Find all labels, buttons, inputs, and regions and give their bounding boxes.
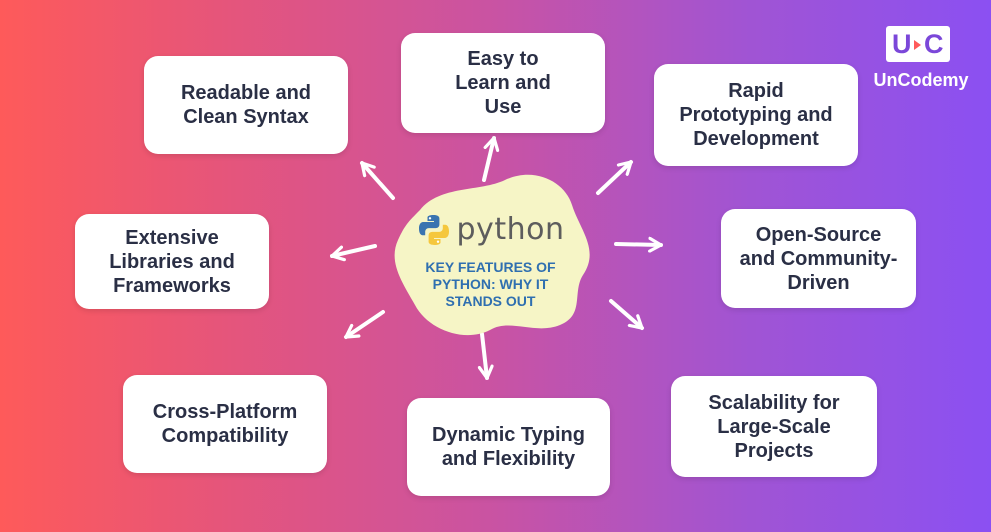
feature-card-easy-to-learn: Easy to Learn and Use (401, 33, 605, 133)
feature-card-rapid-prototyping: Rapid Prototyping and Development (654, 64, 858, 166)
feature-card-extensive-libraries: Extensive Libraries and Frameworks (75, 214, 269, 309)
arrow-to-easy (482, 136, 500, 182)
feature-label: Extensive Libraries and Frameworks (109, 226, 235, 297)
feature-label: Rapid Prototyping and Development (679, 80, 833, 150)
feature-label: Readable and Clean Syntax (180, 82, 312, 128)
arrow-to-scalability (609, 299, 644, 330)
arrow-to-dynamic (477, 332, 494, 380)
feature-label: Open-Source and Community- Driven (739, 223, 898, 294)
feature-card-dynamic-typing: Dynamic Typing and Flexibility (407, 398, 610, 496)
feature-card-scalability: Scalability for Large-Scale Projects (671, 376, 877, 477)
play-icon (914, 40, 921, 50)
arrow-to-libraries (330, 244, 377, 262)
center-hub: python KEY FEATURES OF PYTHON: WHY IT ST… (403, 202, 578, 327)
feature-label: Scalability for Large-Scale Projects (708, 391, 840, 462)
feature-label: Cross-Platform Compatibility (152, 401, 298, 447)
arrow-to-opensource (614, 236, 663, 253)
feature-label: Easy to Learn and Use (455, 48, 551, 118)
arrow-to-readable (360, 161, 395, 200)
feature-card-open-source: Open-Source and Community- Driven (721, 209, 916, 308)
arrow-to-rapid (596, 160, 633, 195)
arrow-to-crossplatform (344, 310, 385, 339)
python-logo: python (417, 212, 565, 247)
python-snake-icon (418, 214, 449, 245)
feature-label: Dynamic Typing and Flexibility (432, 424, 585, 470)
feature-card-readable-syntax: Readable and Clean Syntax (144, 56, 348, 154)
python-wordmark: python (456, 212, 565, 247)
brand-name: UnCodemy (873, 70, 969, 90)
feature-card-cross-platform: Cross-Platform Compatibility (123, 375, 327, 473)
center-title: KEY FEATURES OF PYTHON: WHY IT STANDS OU… (425, 259, 556, 309)
